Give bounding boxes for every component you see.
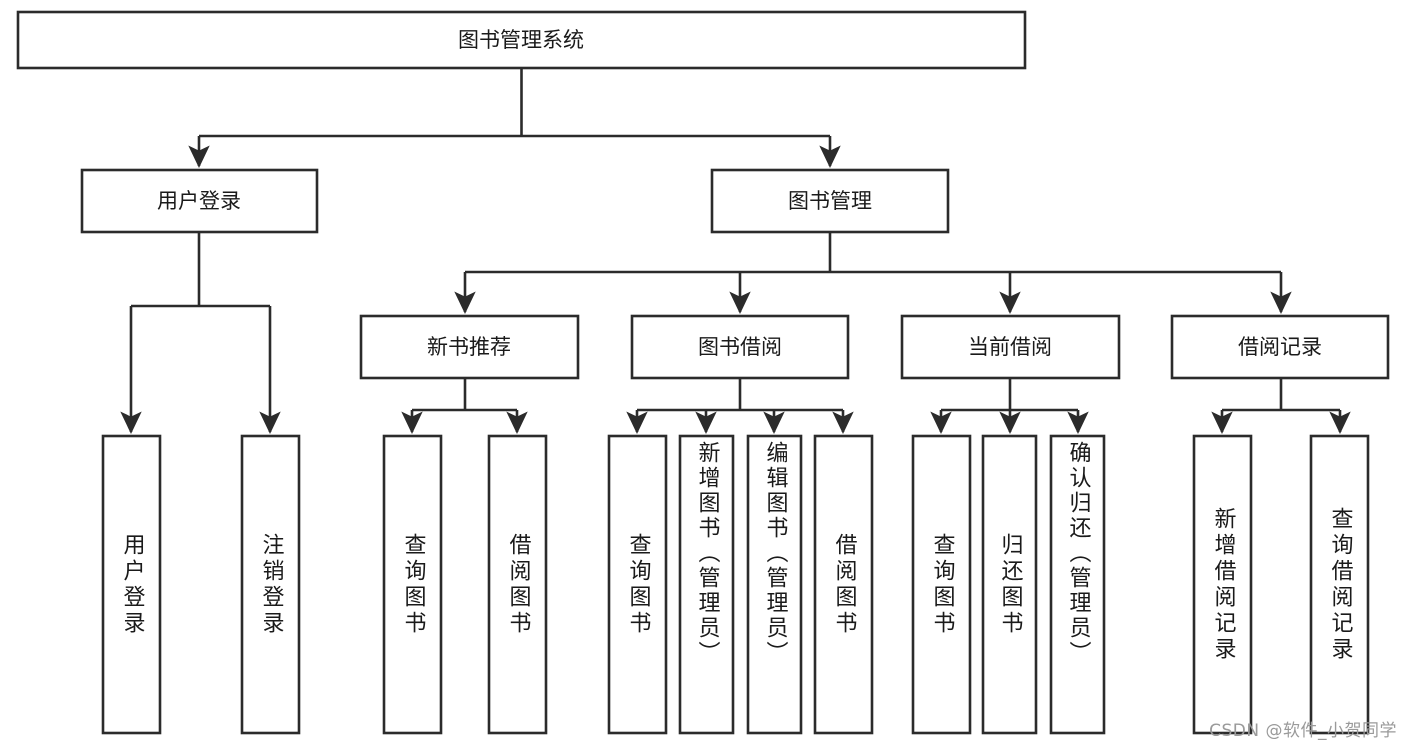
node-book-borrow-label: 图书借阅 (698, 335, 782, 359)
leaf-edit-book-box[interactable] (746, 434, 803, 735)
node-borrow-record-label: 借阅记录 (1238, 335, 1322, 359)
leaf-confirm-return-box[interactable] (1049, 434, 1106, 735)
connector-group-user-login (120, 232, 281, 434)
leaf-query-book-2-box[interactable] (607, 434, 668, 735)
connector-group-new-book-recommend (401, 378, 528, 434)
node-root[interactable]: 图书管理系统 (16, 10, 1027, 70)
node-new-book-recommend-label: 新书推荐 (427, 335, 511, 359)
node-new-book-recommend[interactable]: 新书推荐 (359, 314, 580, 380)
node-new-book-recommend-box[interactable] (359, 314, 580, 380)
node-root-label: 图书管理系统 (458, 28, 584, 52)
leaf-borrow-book-1-box[interactable] (487, 434, 548, 735)
leaf-logout-box[interactable] (240, 434, 301, 735)
node-book-borrow[interactable]: 图书借阅 (630, 314, 850, 380)
node-user-login-label: 用户登录 (157, 189, 241, 213)
connector-group-borrow-record (1211, 378, 1351, 434)
leaf-add-record-box[interactable] (1192, 434, 1253, 735)
node-user-login-box[interactable] (80, 168, 319, 234)
node-book-manage-box[interactable] (710, 168, 950, 234)
connector-group-root (188, 68, 841, 168)
connector-group-book-borrow (626, 378, 854, 434)
node-borrow-record[interactable]: 借阅记录 (1170, 314, 1390, 380)
leaf-query-book-1-box[interactable] (382, 434, 443, 735)
node-book-manage[interactable]: 图书管理 (710, 168, 950, 234)
leaf-query-record-box[interactable] (1309, 434, 1370, 735)
leaf-user-login-box[interactable] (101, 434, 162, 735)
node-book-manage-label: 图书管理 (788, 189, 872, 213)
node-borrow-record-box[interactable] (1170, 314, 1390, 380)
leaf-boxes (101, 434, 1370, 735)
node-current-borrow-box[interactable] (900, 314, 1121, 380)
node-current-borrow[interactable]: 当前借阅 (900, 314, 1121, 380)
leaf-add-book-box[interactable] (678, 434, 735, 735)
node-book-borrow-box[interactable] (630, 314, 850, 380)
node-current-borrow-label: 当前借阅 (968, 335, 1052, 359)
connector-group-book-manage (454, 232, 1292, 314)
node-user-login[interactable]: 用户登录 (80, 168, 319, 234)
node-root-box[interactable] (16, 10, 1027, 70)
leaf-query-book-3-box[interactable] (911, 434, 972, 735)
connector-group-current-borrow (930, 378, 1089, 434)
watermark-text: CSDN @软件_小贺同学 (1209, 721, 1397, 741)
leaf-borrow-book-2-box[interactable] (813, 434, 874, 735)
leaf-return-book-box[interactable] (981, 434, 1038, 735)
